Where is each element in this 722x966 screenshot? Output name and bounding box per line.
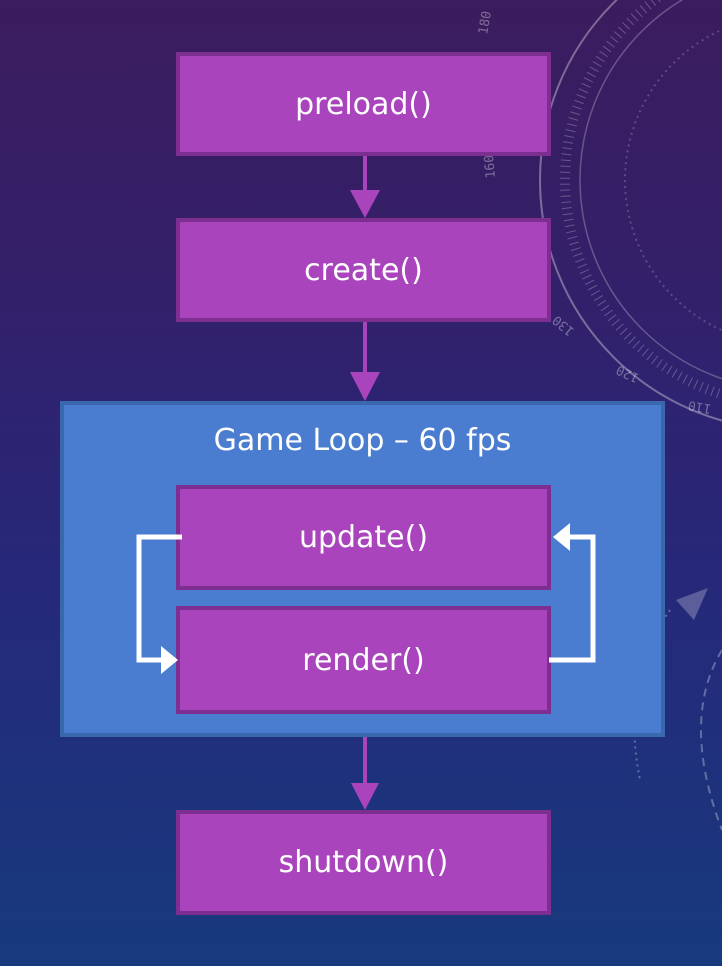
preload-node: preload() <box>176 52 551 156</box>
update-label: update() <box>298 520 429 555</box>
create-label: create() <box>304 252 423 288</box>
dial-label: 160 <box>482 154 499 179</box>
game-loop-title: Game Loop – 60 fps <box>213 423 512 458</box>
update-node: update() <box>176 485 551 590</box>
dashed-arc <box>700 649 722 831</box>
dial-ticks <box>560 0 722 400</box>
create-node: create() <box>176 218 551 322</box>
dial-ring-outer <box>539 0 722 422</box>
decor-arrow-icon <box>676 588 708 620</box>
dial-label: 120 <box>614 361 642 385</box>
dial-label: 110 <box>687 397 713 416</box>
dial-dotted-ring <box>624 28 722 332</box>
dial-label: 180 <box>476 10 495 36</box>
render-label: render() <box>302 642 425 678</box>
dial-label: 130 <box>550 312 578 339</box>
shutdown-label: shutdown() <box>278 845 449 880</box>
shutdown-node: shutdown() <box>176 810 551 915</box>
render-node: render() <box>176 606 551 714</box>
preload-label: preload() <box>295 86 432 122</box>
dial-ring-inner <box>579 0 722 380</box>
